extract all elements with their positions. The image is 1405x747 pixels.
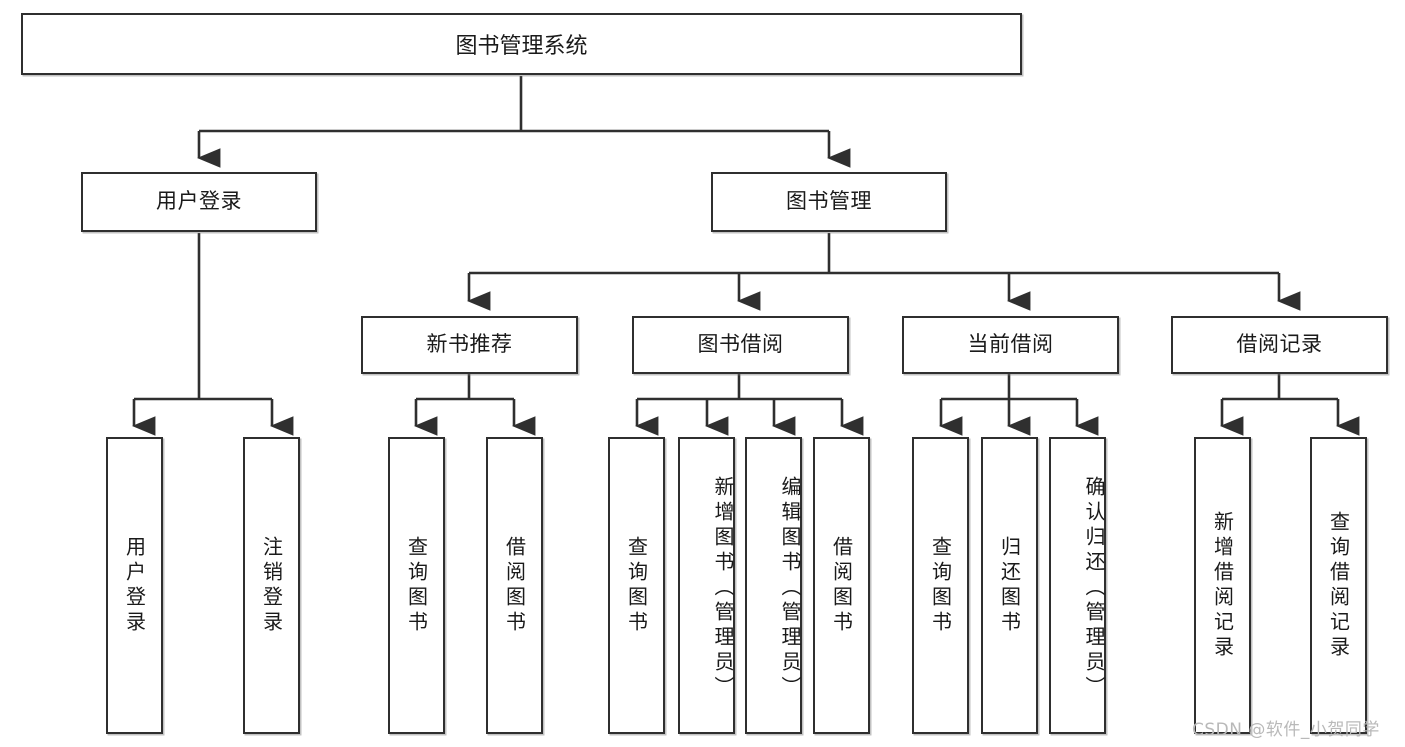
node-borrow-record[interactable]: 借阅记录 bbox=[1171, 316, 1388, 374]
leaf-current-borrow-return-book[interactable]: 归还图书 bbox=[981, 437, 1038, 734]
node-root-book-management-system[interactable]: 图书管理系统 bbox=[21, 13, 1022, 75]
node-label: 新增借阅记录 bbox=[1210, 510, 1235, 661]
leaf-new-book-query-book[interactable]: 查询图书 bbox=[388, 437, 445, 734]
node-label: 图书管理系统 bbox=[455, 34, 588, 59]
leaf-borrow-record-add-record[interactable]: 新增借阅记录 bbox=[1194, 437, 1251, 734]
node-label: 借阅图书 bbox=[502, 535, 527, 636]
node-label: 用户登录 bbox=[156, 189, 242, 214]
csdn-watermark: CSDN @软件_小贺同学 bbox=[1192, 720, 1380, 740]
node-label: 当前借阅 bbox=[967, 332, 1054, 357]
node-label: 注销登录 bbox=[259, 535, 284, 636]
node-label: 编辑图书（管理员） bbox=[778, 476, 802, 701]
leaf-new-book-borrow-book[interactable]: 借阅图书 bbox=[486, 437, 543, 734]
leaf-user-login-logout[interactable]: 注销登录 bbox=[243, 437, 300, 734]
node-label: 用户登录 bbox=[122, 535, 147, 636]
node-label: 借阅图书 bbox=[829, 535, 854, 636]
leaf-current-borrow-query-book[interactable]: 查询图书 bbox=[912, 437, 969, 734]
node-new-book-recommend[interactable]: 新书推荐 bbox=[361, 316, 578, 374]
node-label: 确认归还（管理员） bbox=[1082, 476, 1106, 701]
node-label: 查询借阅记录 bbox=[1326, 510, 1351, 661]
node-label: 查询图书 bbox=[404, 535, 429, 636]
node-book-borrow[interactable]: 图书借阅 bbox=[632, 316, 849, 374]
leaf-current-borrow-confirm-return-admin[interactable]: 确认归还（管理员） bbox=[1049, 437, 1106, 734]
node-label: 查询图书 bbox=[624, 535, 649, 636]
node-label: 图书借阅 bbox=[697, 332, 784, 357]
node-user-login[interactable]: 用户登录 bbox=[81, 172, 317, 232]
node-label: 新书推荐 bbox=[426, 332, 513, 357]
leaf-book-borrow-borrow-book[interactable]: 借阅图书 bbox=[813, 437, 870, 734]
leaf-book-borrow-edit-book-admin[interactable]: 编辑图书（管理员） bbox=[745, 437, 802, 734]
node-label: 图书管理 bbox=[786, 189, 872, 214]
leaf-borrow-record-query-record[interactable]: 查询借阅记录 bbox=[1310, 437, 1367, 734]
node-label: 归还图书 bbox=[997, 535, 1022, 636]
leaf-book-borrow-query-book[interactable]: 查询图书 bbox=[608, 437, 665, 734]
node-label: 查询图书 bbox=[928, 535, 953, 636]
node-label: 新增图书（管理员） bbox=[711, 476, 735, 701]
leaf-user-login-login[interactable]: 用户登录 bbox=[106, 437, 163, 734]
node-book-management[interactable]: 图书管理 bbox=[711, 172, 947, 232]
node-label: 借阅记录 bbox=[1236, 332, 1323, 357]
leaf-book-borrow-add-book-admin[interactable]: 新增图书（管理员） bbox=[678, 437, 735, 734]
node-current-borrow[interactable]: 当前借阅 bbox=[902, 316, 1119, 374]
